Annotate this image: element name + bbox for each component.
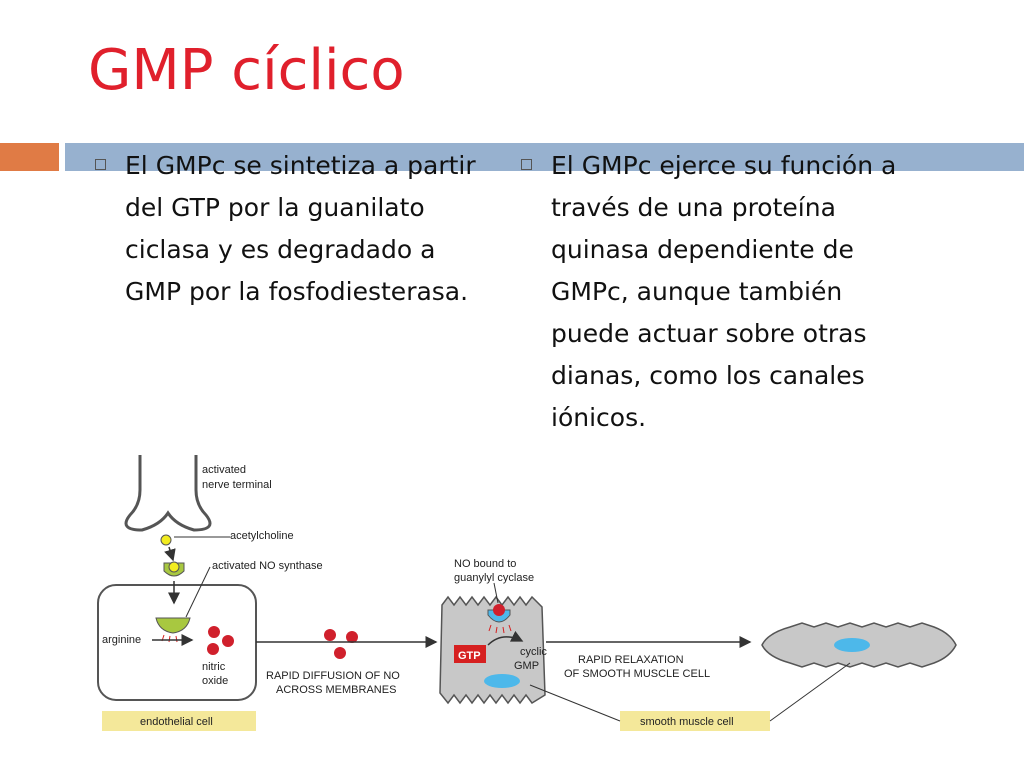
label-activated-nerve-terminal-1: activated: [202, 464, 246, 476]
label-rapid-diffusion-1: RAPID DIFFUSION OF NO: [266, 670, 400, 682]
label-arginine: arginine: [102, 634, 141, 646]
label-no-bound-1: NO bound to: [454, 558, 516, 570]
accent-bar-orange: [0, 143, 59, 171]
label-cyclic-gmp-2: GMP: [514, 660, 539, 672]
slide-title: GMP cíclico: [88, 38, 405, 103]
bullet-square-icon: [95, 159, 106, 170]
nitric-oxide-molecule: [207, 643, 219, 655]
nitric-oxide-molecule: [324, 629, 336, 641]
label-rapid-diffusion-2: ACROSS MEMBRANES: [276, 684, 396, 696]
smooth-muscle-cell-label-box: [620, 711, 770, 731]
nucleus: [484, 674, 520, 688]
bullet-right-text: El GMPc ejerce su función a través de un…: [551, 151, 897, 432]
label-nitric-oxide-1: nitric: [202, 661, 226, 673]
label-acetylcholine: acetylcholine: [230, 530, 294, 542]
endothelial-cell-label-box: [102, 711, 256, 731]
label-activated-no-synthase: activated NO synthase: [212, 560, 323, 572]
label-nitric-oxide-2: oxide: [202, 675, 228, 687]
nitric-oxide-molecule: [346, 631, 358, 643]
nucleus: [834, 638, 870, 652]
label-endothelial-cell: endothelial cell: [140, 716, 213, 728]
smooth-muscle-cell-contracted: [439, 595, 546, 705]
nerve-terminal-shape: [124, 455, 212, 532]
no-signaling-diagram: activated nerve terminal acetylcholine a…: [97, 455, 957, 731]
bullet-left-text: El GMPc se sintetiza a partir del GTP po…: [125, 151, 476, 306]
nitric-oxide-molecule: [334, 647, 346, 659]
bullet-left: El GMPc se sintetiza a partir del GTP po…: [95, 145, 485, 313]
bullet-right: El GMPc ejerce su función a través de un…: [521, 145, 921, 439]
nitric-oxide-molecule: [222, 635, 234, 647]
bullet-square-icon: [521, 159, 532, 170]
label-cyclic-gmp-1: cyclic: [520, 646, 547, 658]
label-no-bound-2: guanylyl cyclase: [454, 572, 534, 584]
gtp-box: [454, 645, 486, 663]
no-synthase-enzyme: [155, 617, 191, 634]
label-rapid-relaxation-1: RAPID RELAXATION: [578, 654, 684, 666]
accent-bar-blue: [65, 143, 1024, 171]
label-activated-nerve-terminal-2: nerve terminal: [202, 479, 272, 491]
nitric-oxide-molecule: [208, 626, 220, 638]
label-smooth-muscle-cell: smooth muscle cell: [640, 716, 734, 728]
label-gtp: GTP: [458, 650, 481, 662]
label-rapid-relaxation-2: OF SMOOTH MUSCLE CELL: [564, 668, 710, 680]
acetylcholine-molecule: [160, 534, 172, 546]
